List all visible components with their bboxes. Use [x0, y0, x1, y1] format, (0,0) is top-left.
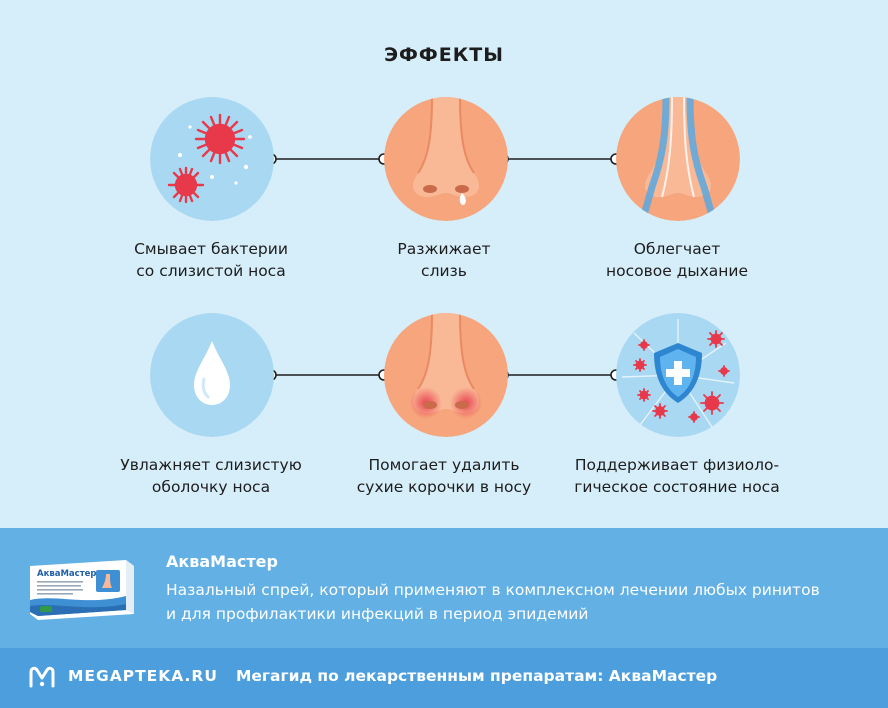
effect-node-bacteria — [150, 97, 274, 221]
effect-node-nose-mucus — [384, 97, 508, 221]
brand-name[interactable]: MEGAPTEKA.RU — [68, 667, 218, 685]
effect-label-nose-crusts: Помогает удалить сухие корочки в носу — [324, 454, 564, 498]
effect-label-line: Поддерживает физиоло- — [574, 456, 780, 474]
effect-label-line: Смывает бактерии — [134, 240, 288, 258]
effect-label-shield: Поддерживает физиоло- гическое состояние… — [557, 454, 797, 498]
effect-node-nose-crusts — [384, 313, 508, 437]
product-info-band: АкваМастер АкваМастер Назальный спрей, к… — [0, 528, 888, 648]
product-box-image: АкваМастер — [30, 560, 134, 620]
effect-label-line: Облегчает — [633, 240, 721, 258]
product-description-line: и для профилактики инфекций в период эпи… — [166, 605, 589, 623]
page-title: ЭФФЕКТЫ — [384, 44, 504, 66]
effect-label-nose-breathing: Облегчает носовое дыхание — [557, 238, 797, 282]
effect-label-water-drop: Увлажняет слизистую оболочку носа — [91, 454, 331, 498]
footer-bar: MEGAPTEKA.RU Мегагид по лекарственным пр… — [0, 648, 888, 708]
effect-label-line: Увлажняет слизистую — [120, 456, 302, 474]
effect-label-bacteria: Смывает бактерии со слизистой носа — [91, 238, 331, 282]
effect-label-nose-mucus: Разжижает слизь — [324, 238, 564, 282]
effect-node-water-drop — [150, 313, 274, 437]
shield-virus-icon — [616, 313, 740, 437]
product-box-label: АкваМастер — [37, 569, 96, 579]
water-drop-icon — [150, 313, 274, 437]
product-description-line: Назальный спрей, который применяют в ком… — [166, 581, 820, 599]
effect-label-line: Помогает удалить — [368, 456, 520, 474]
effect-label-line: гическое состояние носа — [574, 478, 780, 496]
effect-label-line: слизь — [421, 262, 467, 280]
effect-node-nose-breathing — [616, 97, 740, 221]
effect-label-line: со слизистой носа — [136, 262, 286, 280]
effect-label-line: сухие корочки в носу — [356, 478, 532, 496]
nose-crusts-icon — [384, 313, 508, 437]
nose-mucus-icon — [384, 97, 508, 221]
megapteka-logo-icon[interactable] — [28, 666, 56, 688]
effect-label-line: оболочку носа — [151, 478, 271, 496]
nose-breathing-icon — [616, 97, 740, 221]
product-name: АкваМастер — [166, 552, 278, 571]
footer-caption: Мегагид по лекарственным препаратам: Акв… — [236, 667, 718, 685]
effect-label-line: носовое дыхание — [605, 262, 749, 280]
effect-node-shield — [616, 313, 740, 437]
product-description: Назальный спрей, который применяют в ком… — [166, 578, 866, 626]
effect-label-line: Разжижает — [397, 240, 491, 258]
bacteria-icon — [150, 97, 274, 221]
